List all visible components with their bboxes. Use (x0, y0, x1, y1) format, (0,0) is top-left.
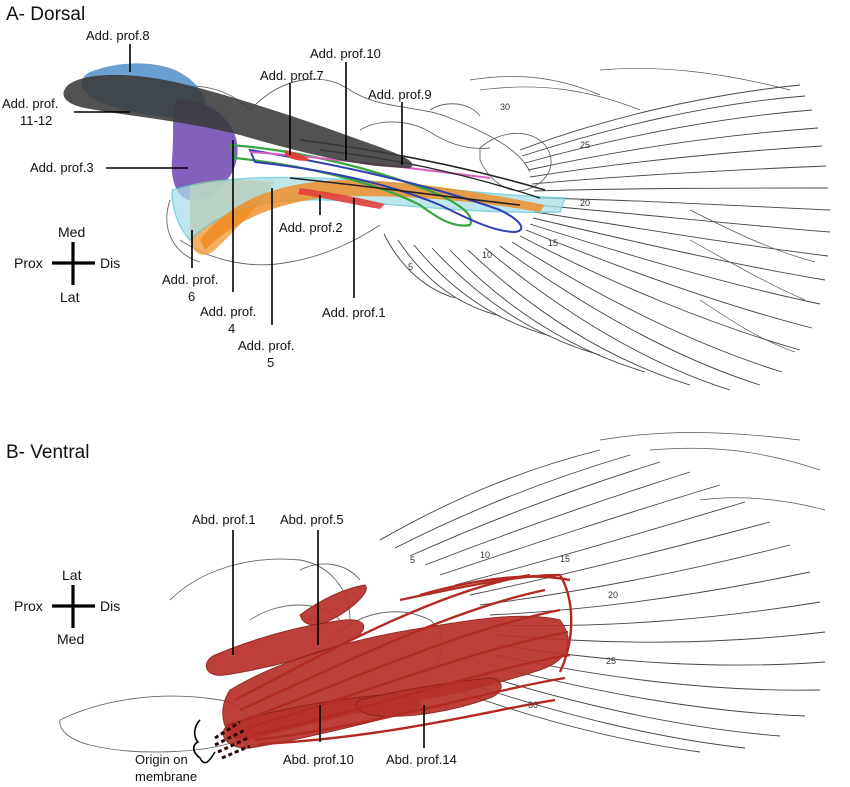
orientation-top: Lat (62, 567, 82, 583)
label-add-prof-8: Add. prof.8 (86, 28, 150, 43)
dorsal-panel-title: A- Dorsal (6, 4, 85, 25)
dorsal-adductor-muscles (63, 63, 566, 255)
muscle-abd-prof-14 (355, 677, 502, 717)
label-add-prof-5-line1: Add. prof. (238, 338, 294, 353)
label-add-prof-4-line1: Add. prof. (200, 304, 256, 319)
muscle-add-prof-2-red (298, 188, 385, 209)
muscle-add-prof-7-red (285, 150, 310, 161)
label-add-prof-3: Add. prof.3 (30, 160, 94, 175)
dorsal-ray-number: 15 (548, 238, 558, 248)
muscle-add-prof-blue (248, 148, 523, 234)
label-add-prof-2: Add. prof.2 (279, 220, 343, 235)
ventral-panel-title: B- Ventral (6, 442, 89, 463)
label-abd-prof-5: Abd. prof.5 (280, 512, 344, 527)
ventral-panel: B- Ventral (6, 432, 826, 784)
orientation-left: Prox (14, 255, 43, 271)
dorsal-ray-number: 25 (580, 140, 590, 150)
muscle-add-prof-1-black (289, 177, 521, 206)
orientation-right: Dis (100, 255, 120, 271)
orientation-left: Prox (14, 598, 43, 614)
label-add-prof-4-line2: 4 (228, 321, 235, 336)
dorsal-ray-number: 10 (482, 250, 492, 260)
label-abd-prof-10: Abd. prof.10 (283, 752, 354, 767)
ventral-labels: Abd. prof.1 Abd. prof.5 Origin on membra… (135, 512, 457, 784)
orientation-top: Med (58, 224, 85, 240)
ventral-ray-number: 5 (410, 555, 415, 565)
dorsal-orientation-cross: Med Lat Prox Dis (14, 224, 120, 305)
dorsal-labels: Add. prof.8 Add. prof.10 Add. prof.7 Add… (2, 28, 432, 370)
ventral-abductor-muscles (205, 573, 573, 760)
dorsal-ray-number: 5 (408, 262, 413, 272)
ventral-leader-lines (192, 530, 425, 764)
ventral-fin-rays (379, 432, 826, 753)
origin-membrane-spots (214, 720, 251, 760)
ventral-ray-number: 15 (560, 554, 570, 564)
dorsal-leader-lines (74, 44, 403, 325)
label-add-prof-1: Add. prof.1 (322, 305, 386, 320)
dorsal-panel: A- Dorsal (2, 4, 831, 391)
label-abd-prof-14: Abd. prof.14 (386, 752, 457, 767)
dorsal-bone-outlines (159, 78, 552, 266)
ventral-orientation-cross: Lat Med Prox Dis (14, 567, 120, 647)
ventral-ray-numbers: 5 10 15 20 25 30 (410, 550, 618, 710)
label-add-prof-6-line1: Add. prof. (162, 272, 218, 287)
muscle-add-prof-11-12 (63, 74, 413, 168)
label-origin-on-membrane-line2: membrane (135, 769, 197, 784)
orientation-right: Dis (100, 598, 120, 614)
orientation-bottom: Med (57, 631, 84, 647)
ventral-ray-number: 25 (606, 656, 616, 666)
dorsal-ray-numbers: 5 10 15 20 25 30 (408, 102, 590, 272)
dorsal-ray-number: 30 (500, 102, 510, 112)
label-add-prof-11-12-line2: 11-12 (20, 113, 52, 128)
label-add-prof-9: Add. prof.9 (368, 87, 432, 102)
label-add-prof-5-line2: 5 (267, 355, 274, 370)
dorsal-ray-number: 20 (580, 198, 590, 208)
ventral-ray-number: 20 (608, 590, 618, 600)
ventral-ray-number: 10 (480, 550, 490, 560)
label-add-prof-11-12-line1: Add. prof. (2, 96, 58, 111)
muscle-abd-prof-5 (299, 584, 367, 626)
label-add-prof-10: Add. prof.10 (310, 46, 381, 61)
dorsal-fin-rays (383, 68, 831, 391)
label-origin-on-membrane-line1: Origin on (135, 752, 188, 767)
orientation-bottom: Lat (60, 289, 80, 305)
label-add-prof-6-line2: 6 (188, 289, 195, 304)
ventral-ray-number: 30 (528, 700, 538, 710)
label-abd-prof-1: Abd. prof.1 (192, 512, 256, 527)
label-add-prof-7: Add. prof.7 (260, 68, 324, 83)
